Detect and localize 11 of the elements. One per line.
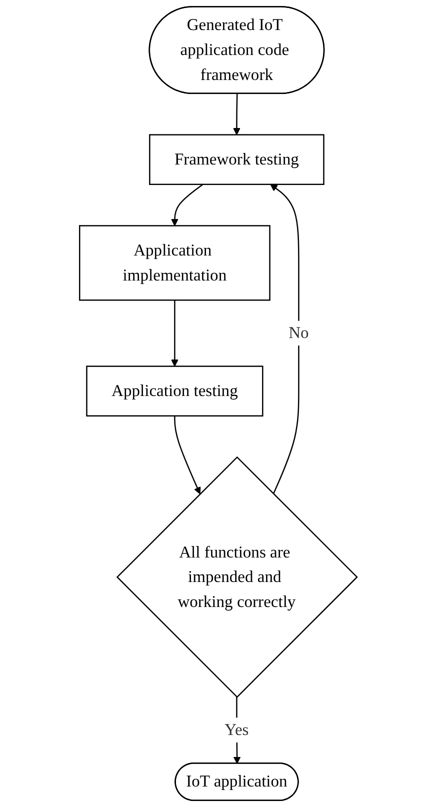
arrow [233, 94, 241, 136]
arrow [270, 184, 300, 494]
arrow [171, 300, 179, 367]
node-box: Application testing [86, 366, 264, 417]
node-diamond: All functions are impended and working correctly [116, 456, 358, 698]
edge-label: No [288, 324, 310, 342]
edge-label: Yes [224, 720, 249, 740]
node-box: Framework testing [149, 134, 325, 186]
arrow [171, 184, 204, 226]
arrow [174, 416, 201, 494]
node-box: Application implementation [79, 225, 271, 301]
